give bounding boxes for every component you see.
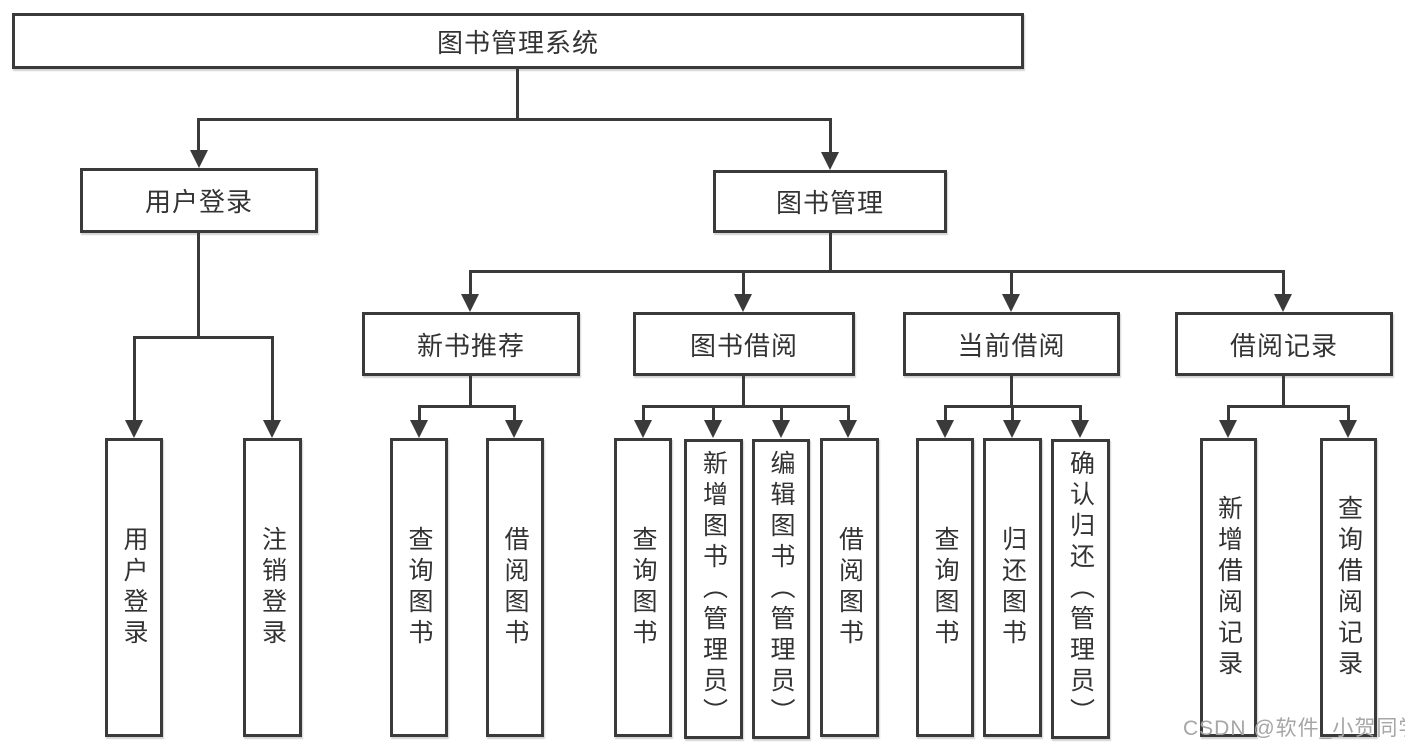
- leaf-label: 用户登录: [120, 525, 148, 650]
- leaf-label: 查询借阅记录: [1334, 494, 1363, 681]
- arrow-down-icon: [839, 420, 857, 438]
- connector-new-book-trunk: [469, 376, 472, 407]
- csdn-watermark: CSDN @软件_小贺同学: [1183, 717, 1405, 740]
- leaf-label: 编辑图书（管理员）: [767, 449, 795, 729]
- leaf-label: 新增借阅记录: [1214, 494, 1243, 681]
- connector-stem: [133, 336, 136, 422]
- arrow-down-icon: [263, 420, 281, 438]
- leaf-label: 确认归还（管理员）: [1066, 449, 1095, 729]
- node-new-book-recommend: 新书推荐: [362, 312, 580, 376]
- connector-book-borrow-split: [642, 405, 850, 408]
- leaf-confirm-return-admin: 确认归还（管理员）: [1051, 439, 1110, 739]
- leaf-label: 借阅图书: [501, 525, 529, 650]
- node-book-management: 图书管理: [713, 170, 947, 233]
- leaf-query-borrow-record: 查询借阅记录: [1320, 438, 1377, 737]
- node-borrow-records-label: 借阅记录: [1229, 330, 1338, 361]
- connector-stem: [1347, 405, 1350, 423]
- connector-stem: [1079, 405, 1082, 423]
- arrow-down-icon: [190, 150, 208, 168]
- node-book-borrow-label: 图书借阅: [689, 330, 798, 361]
- node-user-login-label: 用户登录: [144, 187, 253, 217]
- leaf-label: 归还图书: [998, 525, 1027, 650]
- connector-stem: [1282, 270, 1285, 296]
- leaf-query-books-recommend: 查询图书: [390, 438, 448, 737]
- arrow-down-icon: [1219, 420, 1237, 438]
- connector-new-book-split: [418, 405, 516, 408]
- connector-stem: [1227, 405, 1230, 423]
- connector-level2-split: [197, 118, 832, 121]
- arrow-down-icon: [1071, 420, 1089, 438]
- leaf-label: 新增图书（管理员）: [699, 449, 728, 729]
- leaf-borrow-books-recommend: 借阅图书: [486, 438, 544, 737]
- arrow-down-icon: [734, 294, 752, 312]
- leaf-label: 查询图书: [405, 525, 433, 650]
- arrow-down-icon: [704, 420, 722, 438]
- connector-book-management-trunk: [829, 233, 832, 272]
- node-current-borrow: 当前借阅: [903, 312, 1120, 376]
- connector-stem-book-management: [829, 118, 832, 154]
- arrow-down-icon: [821, 152, 839, 170]
- connector-stem: [847, 405, 850, 423]
- connector-borrow-records-trunk: [1282, 376, 1285, 407]
- arrow-down-icon: [125, 420, 143, 438]
- connector-stem: [271, 336, 274, 422]
- arrow-down-icon: [772, 420, 790, 438]
- node-book-management-label: 图书管理: [775, 188, 884, 218]
- arrow-down-icon: [1274, 294, 1292, 312]
- leaf-query-books: 查询图书: [614, 438, 672, 737]
- leaf-add-borrow-record: 新增借阅记录: [1200, 438, 1257, 737]
- connector-stem: [418, 405, 421, 423]
- connector-stem: [1010, 270, 1013, 296]
- connector-level3-split: [470, 270, 1285, 273]
- node-borrow-records: 借阅记录: [1175, 312, 1393, 376]
- leaf-label: 借阅图书: [835, 525, 864, 650]
- node-root-label: 图书管理系统: [436, 27, 599, 58]
- node-book-borrow: 图书借阅: [633, 312, 855, 376]
- connector-book-borrow-trunk: [742, 376, 745, 407]
- arrow-down-icon: [1339, 420, 1357, 438]
- arrow-down-icon: [410, 420, 428, 438]
- leaf-edit-books-admin: 编辑图书（管理员）: [752, 439, 810, 739]
- connector-stem: [469, 270, 472, 296]
- connector-user-login-trunk: [197, 233, 200, 338]
- connector-current-borrow-trunk: [1010, 376, 1013, 407]
- connector-stem-user-login: [197, 118, 200, 152]
- connector-user-login-split: [133, 336, 274, 339]
- connector-root-trunk: [516, 69, 519, 118]
- arrow-down-icon: [505, 420, 523, 438]
- leaf-return-books: 归还图书: [983, 438, 1042, 737]
- leaf-query-books-current: 查询图书: [916, 438, 974, 737]
- node-root: 图书管理系统: [12, 13, 1024, 69]
- connector-stem: [944, 405, 947, 423]
- arrow-down-icon: [1002, 294, 1020, 312]
- connector-stem: [513, 405, 516, 423]
- node-new-book-recommend-label: 新书推荐: [416, 330, 525, 361]
- leaf-add-books-admin: 新增图书（管理员）: [684, 439, 743, 739]
- arrow-down-icon: [461, 294, 479, 312]
- connector-borrow-records-split: [1227, 405, 1349, 408]
- connector-stem: [742, 270, 745, 296]
- arrow-down-icon: [634, 420, 652, 438]
- node-user-login: 用户登录: [80, 168, 318, 233]
- connector-stem: [1011, 405, 1014, 423]
- leaf-user-login: 用户登录: [105, 438, 163, 737]
- leaf-logout: 注销登录: [243, 438, 302, 737]
- connector-stem: [712, 405, 715, 423]
- arrow-down-icon: [1003, 420, 1021, 438]
- node-current-borrow-label: 当前借阅: [957, 330, 1066, 361]
- leaf-label: 查询图书: [629, 525, 657, 650]
- leaf-label: 查询图书: [931, 525, 959, 650]
- connector-stem: [642, 405, 645, 423]
- leaf-borrow-books: 借阅图书: [820, 438, 879, 737]
- leaf-label: 注销登录: [258, 525, 287, 650]
- arrow-down-icon: [936, 420, 954, 438]
- connector-stem: [780, 405, 783, 423]
